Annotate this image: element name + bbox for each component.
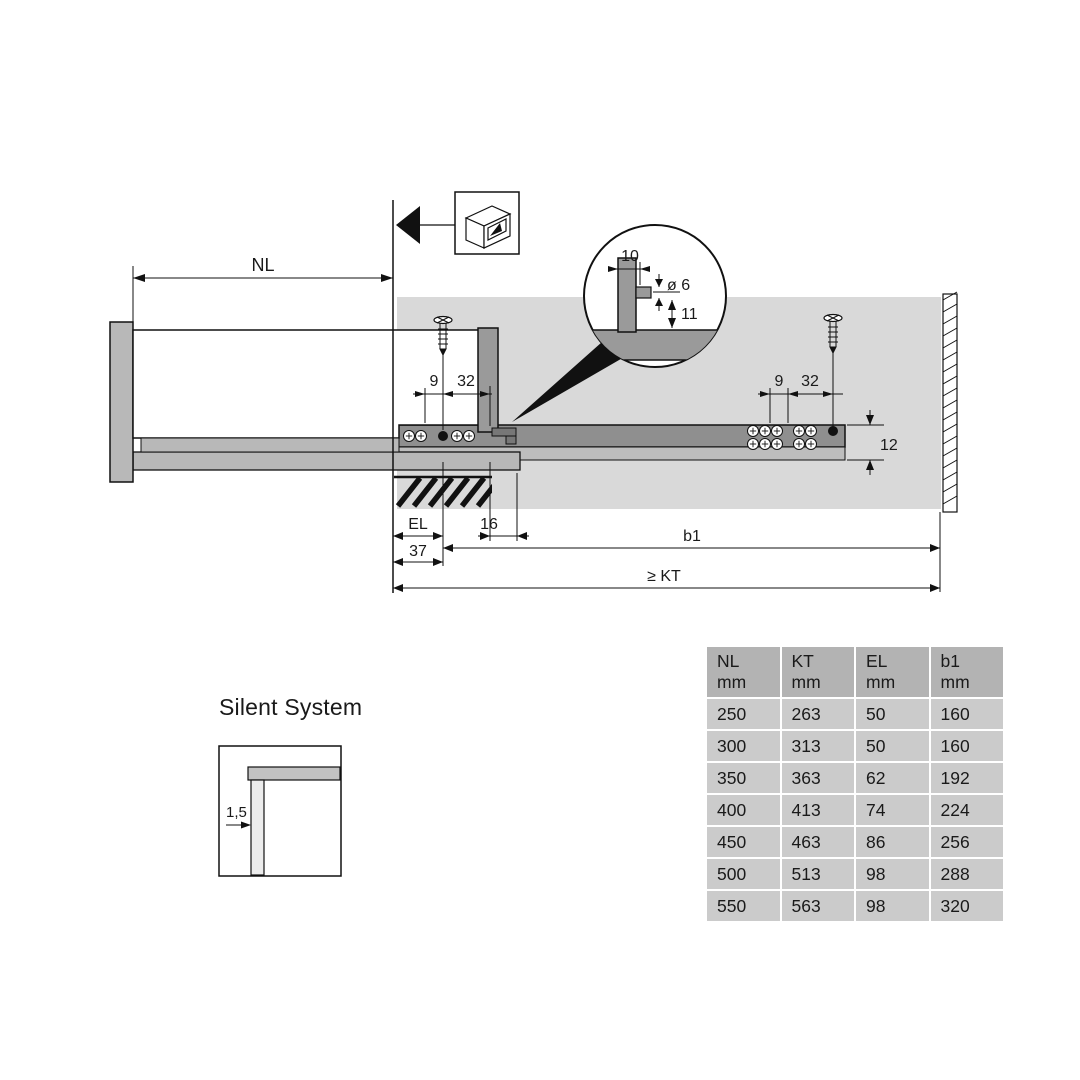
dimension-b1: b1: [442, 462, 941, 592]
table-row: 500 513 98 288: [707, 859, 1003, 889]
detail-label-dia6: ø 6: [667, 277, 690, 294]
cell-kt: 313: [781, 731, 854, 761]
col-header-el: EL mm: [856, 647, 929, 697]
cell-b1: 320: [930, 891, 1003, 921]
screw-left-icon: [433, 315, 453, 430]
cell-b1: 288: [930, 859, 1003, 889]
drawer-assembly: [109, 321, 488, 483]
table-row: 300 313 50 160: [707, 731, 1003, 761]
dim-label-9-rear: 9: [775, 373, 784, 390]
dimension-nl: NL: [132, 255, 393, 322]
dimension-kt: ≥ KT: [393, 568, 940, 592]
cell-el: 50: [856, 731, 929, 761]
dimension-9-32-front: 9 32: [413, 373, 492, 426]
wall-hatch: [394, 475, 492, 508]
fixing-hole-rear: [828, 426, 838, 436]
cell-kt: 363: [781, 763, 854, 793]
cell-b1: 192: [930, 763, 1003, 793]
cell-el: 98: [856, 859, 929, 889]
detail-label-11: 11: [681, 306, 698, 323]
table-row: 400 413 74 224: [707, 795, 1003, 825]
dimension-el: EL: [393, 516, 443, 540]
insertion-direction-icon: [464, 205, 512, 249]
table-row: 550 563 98 320: [707, 891, 1003, 921]
dimension-12: 12: [847, 410, 898, 475]
table-row: 250 263 50 160: [707, 699, 1003, 729]
cell-nl: 450: [707, 827, 780, 857]
cell-b1: 256: [930, 827, 1003, 857]
screw-right-icon: [823, 313, 843, 430]
dim-label-nl: NL: [251, 255, 274, 275]
dimension-16: 16: [478, 462, 529, 541]
cell-nl: 550: [707, 891, 780, 921]
silent-system-title: Silent System: [219, 694, 363, 720]
cell-el: 86: [856, 827, 929, 857]
cell-nl: 500: [707, 859, 780, 889]
cell-el: 50: [856, 699, 929, 729]
col-header-b1: b1 mm: [930, 647, 1003, 697]
cell-el: 62: [856, 763, 929, 793]
cell-kt: 263: [781, 699, 854, 729]
cell-b1: 224: [930, 795, 1003, 825]
dim-label-32-front: 32: [457, 373, 475, 390]
table-row: 350 363 62 192: [707, 763, 1003, 793]
dim-label-12: 12: [880, 437, 898, 454]
coupling-hook: [491, 427, 517, 445]
cell-kt: 513: [781, 859, 854, 889]
detail-label-10: 10: [621, 248, 639, 265]
cell-el: 74: [856, 795, 929, 825]
col-header-nl: NL mm: [707, 647, 780, 697]
col-header-kt: KT mm: [781, 647, 854, 697]
cell-b1: 160: [930, 699, 1003, 729]
table-row: 450 463 86 256: [707, 827, 1003, 857]
dimension-37: 37: [393, 543, 443, 566]
dimension-table: NL mm KT mm EL mm b1 mm 250 263 50 160 3…: [705, 645, 1005, 923]
cell-kt: 463: [781, 827, 854, 857]
cell-el: 98: [856, 891, 929, 921]
silent-system-detail: 1,5: [218, 745, 342, 877]
dim-label-16: 16: [480, 516, 498, 533]
cell-b1: 160: [930, 731, 1003, 761]
cabinet-back-panel: [942, 291, 958, 513]
dim-label-1-5: 1,5: [226, 804, 247, 821]
cell-nl: 300: [707, 731, 780, 761]
cell-nl: 250: [707, 699, 780, 729]
drawer-bottom-plate: [132, 451, 521, 471]
dim-label-b1: b1: [683, 528, 701, 545]
cell-kt: 563: [781, 891, 854, 921]
cell-nl: 350: [707, 763, 780, 793]
drawer-front-bracket: [109, 321, 134, 483]
detail-bubble: 10 ø 6 11: [512, 224, 727, 422]
installation-diagram: 9 32 9 32 12: [109, 191, 958, 593]
dim-label-37: 37: [409, 543, 427, 560]
fixing-hole-front: [438, 431, 448, 441]
top-panel: [247, 766, 341, 781]
dimension-1-5: [226, 821, 251, 829]
dim-label-32-rear: 32: [801, 373, 819, 390]
table-header-row: NL mm KT mm EL mm b1 mm: [707, 647, 1003, 697]
cell-kt: 413: [781, 795, 854, 825]
screw-holes: [403, 425, 838, 450]
front-panel: [250, 779, 265, 876]
dim-label-9-front: 9: [430, 373, 439, 390]
dim-label-kt: ≥ KT: [647, 568, 681, 585]
cell-nl: 400: [707, 795, 780, 825]
cabinet-front-edge: [477, 327, 499, 433]
dim-label-el: EL: [408, 516, 428, 533]
mounting-direction-marker: [396, 191, 520, 255]
dimension-9-32-rear: 9 32: [758, 373, 843, 423]
drawer-rail-member: [140, 437, 400, 453]
